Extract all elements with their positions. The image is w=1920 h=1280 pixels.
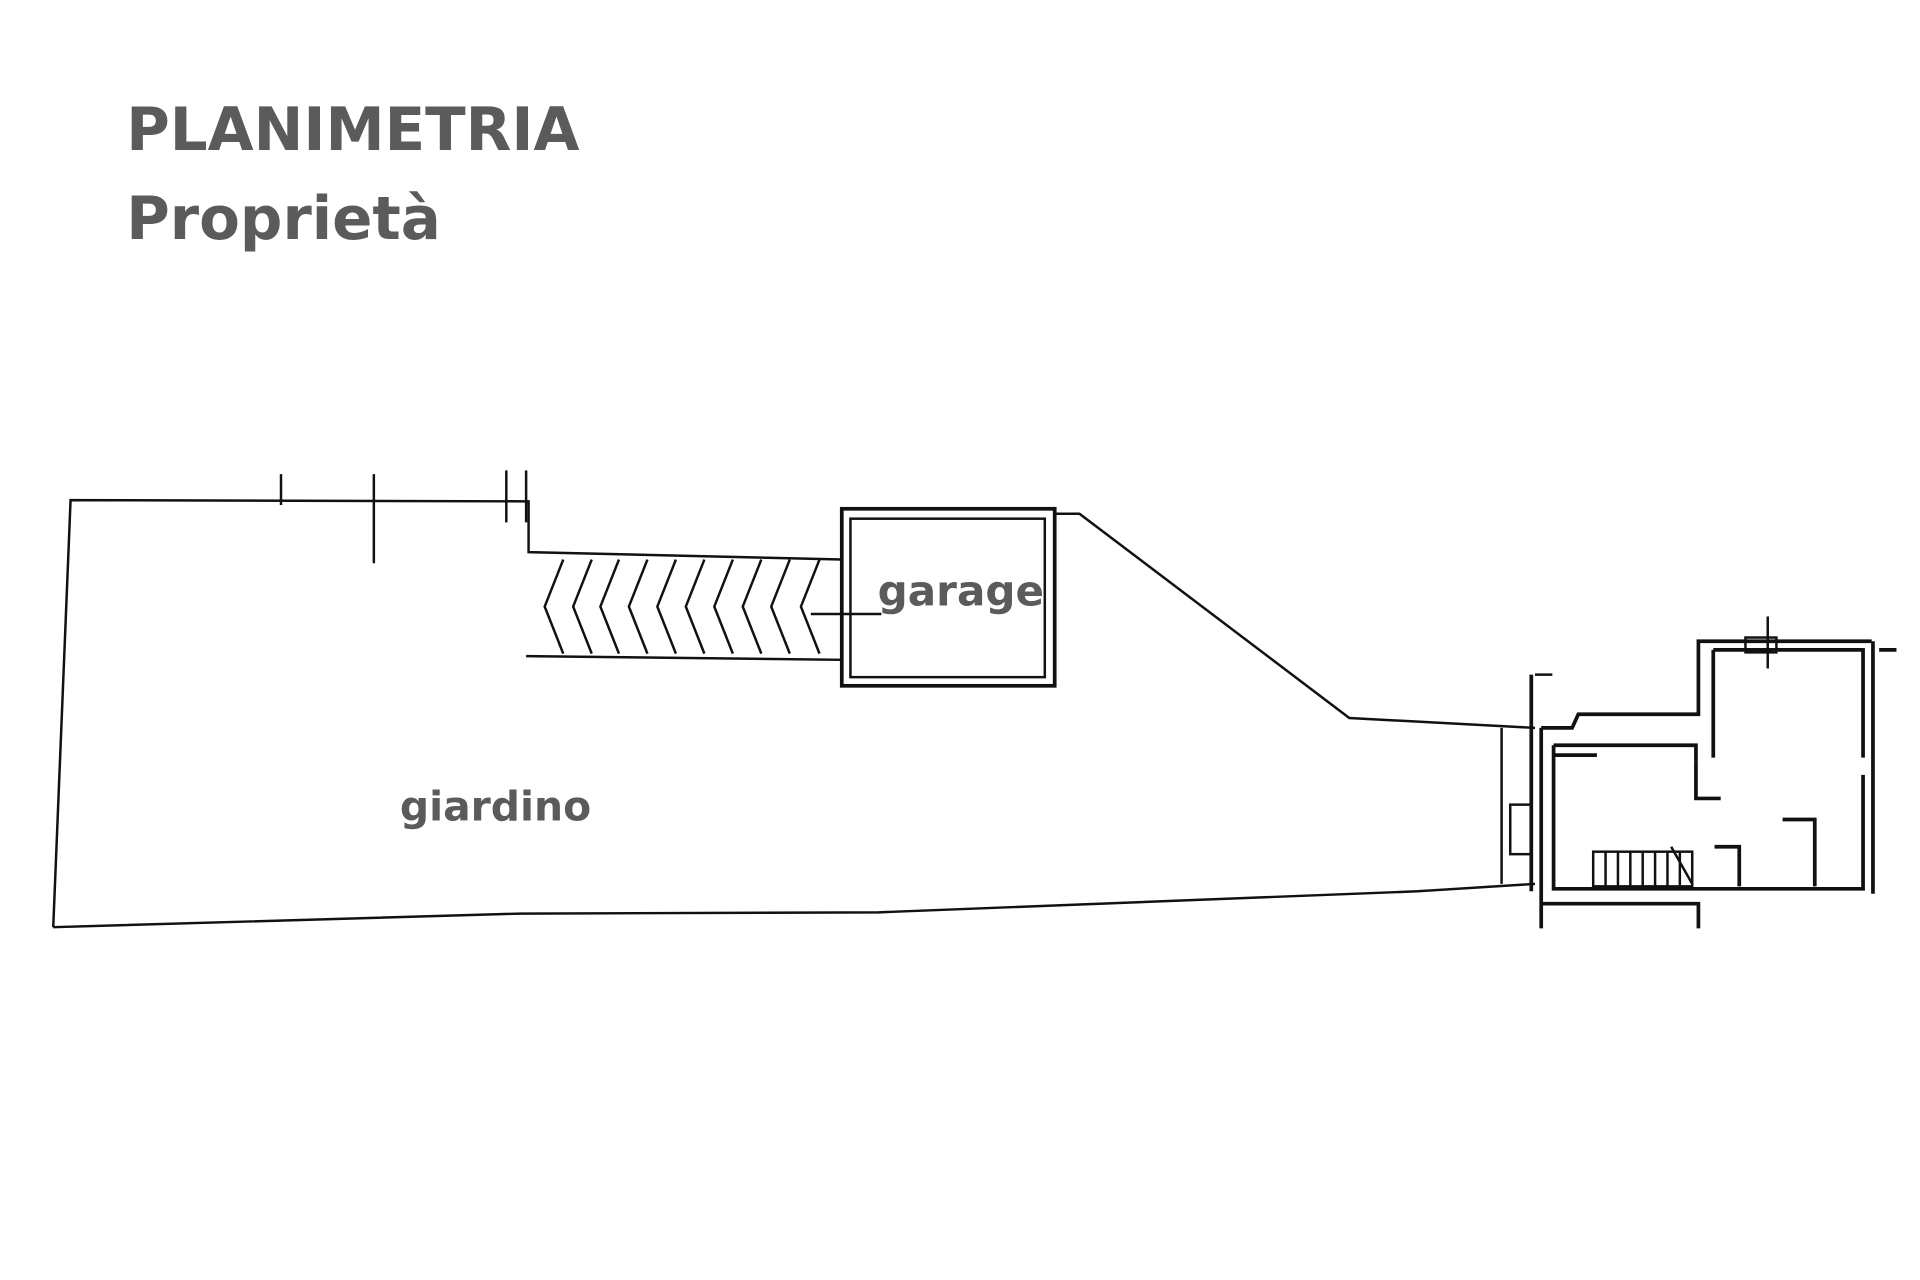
- garage-label: garage: [878, 566, 1044, 615]
- plan-title: PLANIMETRIA: [126, 96, 579, 165]
- ramp-hatching: [543, 559, 882, 655]
- plan-subtitle: Proprietà: [126, 185, 441, 254]
- house-plan: [1500, 616, 1897, 929]
- garage-building: [839, 506, 1057, 688]
- property-boundary: [51, 470, 1536, 929]
- staircase: [1591, 846, 1694, 888]
- garden-label: giardino: [400, 783, 591, 831]
